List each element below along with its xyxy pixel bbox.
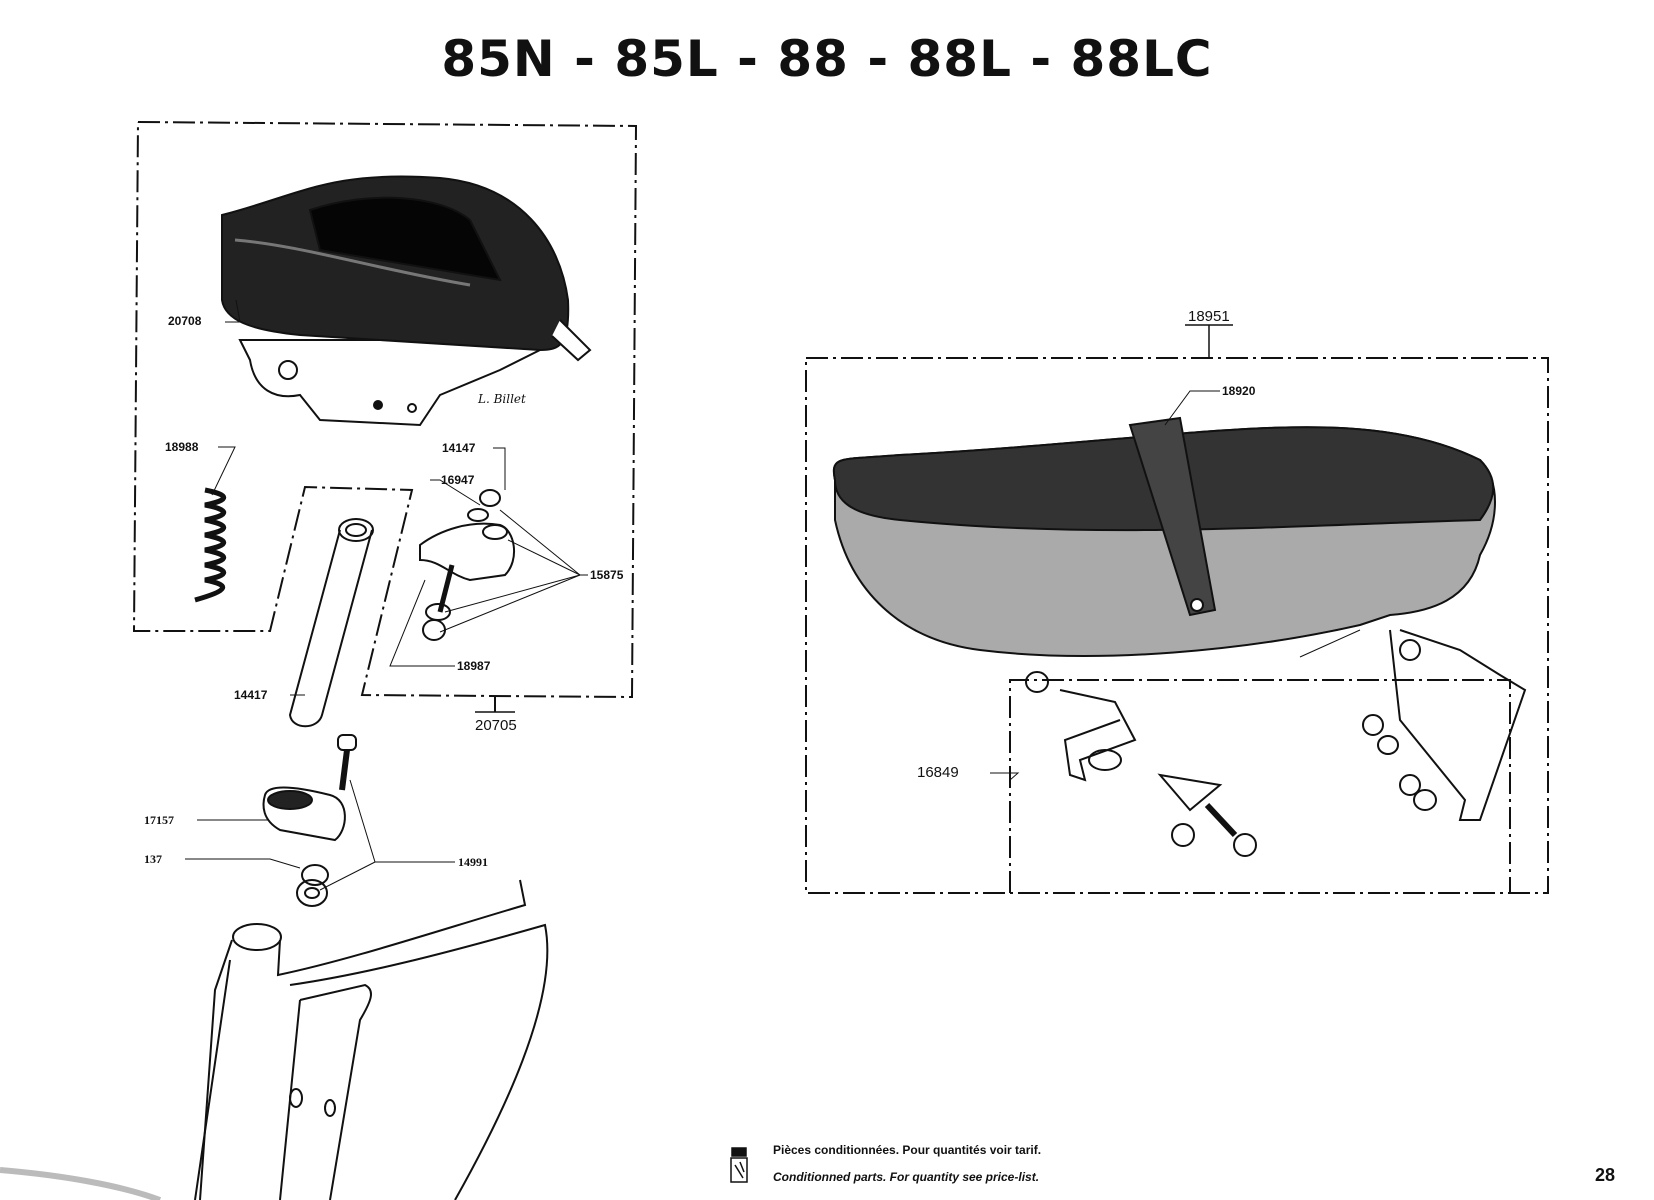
conditioned-parts-icon [730,1147,748,1183]
part-label-16947: 16947 [441,473,475,487]
nut-137 [296,864,329,907]
leader-lines-right [990,390,1361,781]
part-label-14417: 14417 [234,688,268,702]
frame-section [0,879,549,1200]
clamp-17157 [262,786,346,842]
group-outline-18951 [805,357,1549,894]
leader-lines-left [185,299,588,891]
part-label-18987: 18987 [457,659,491,673]
bolt-14991 [337,734,357,791]
group-outline-20705 [132,121,638,699]
part-label-17157: 17157 [144,813,174,827]
page-number: 28 [1595,1165,1616,1185]
part-label-137: 137 [144,852,162,866]
group-label-20705: 20705 [475,717,517,734]
dual-seat [832,416,1496,657]
spring-18988 [194,487,227,603]
part-label-18988: 18988 [165,440,199,454]
part-label-18920: 18920 [1222,384,1256,398]
footer-note-english: Conditionned parts. For quantity see pri… [773,1170,1040,1184]
tube-14417 [288,518,374,728]
part-label-14147: 14147 [442,441,476,455]
part-label-20708: 20708 [168,314,202,328]
seat-bracket-16849 [1025,629,1527,857]
artist-signature: L. Billet [477,392,526,406]
group-outline-16849 [1009,679,1511,893]
clamp-18987 [419,489,516,641]
part-label-14991: 14991 [458,855,488,869]
group-label-18951: 18951 [1188,308,1230,325]
page-title: 85N - 85L - 88 - 88L - 88LC [441,30,1213,88]
part-label-16849: 16849 [917,764,959,781]
part-label-15875: 15875 [590,568,624,582]
footer-note-french: Pièces conditionnées. Pour quantités voi… [773,1143,1042,1157]
seat-saddle-20708 [221,175,592,427]
